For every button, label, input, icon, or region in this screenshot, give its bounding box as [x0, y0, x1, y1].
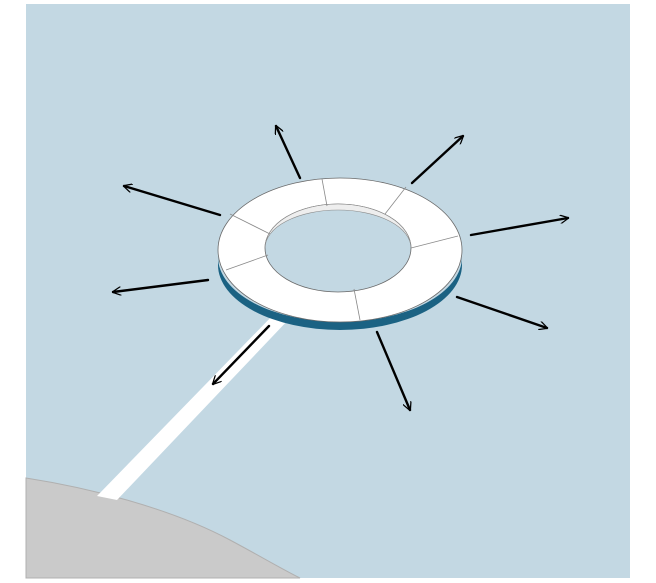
ring-joint — [321, 178, 328, 207]
arrow-south-east — [455, 295, 547, 328]
shore-land — [25, 477, 301, 579]
arrow-north-east — [410, 136, 463, 185]
arrow-west — [113, 278, 210, 292]
arrow-north-west — [124, 186, 222, 217]
ring-joint — [384, 186, 407, 215]
arrow-north — [276, 126, 302, 180]
arrow-south-west — [213, 324, 271, 384]
ring-joint — [353, 288, 361, 321]
arrow-east — [469, 218, 568, 237]
ring-structure — [217, 177, 463, 330]
radial-arrows — [113, 126, 568, 410]
ring-joint — [410, 235, 459, 249]
ring-joint — [225, 254, 269, 271]
bridge-walkway — [97, 314, 290, 500]
ring-joint — [229, 213, 271, 235]
arrow-south — [375, 330, 410, 410]
